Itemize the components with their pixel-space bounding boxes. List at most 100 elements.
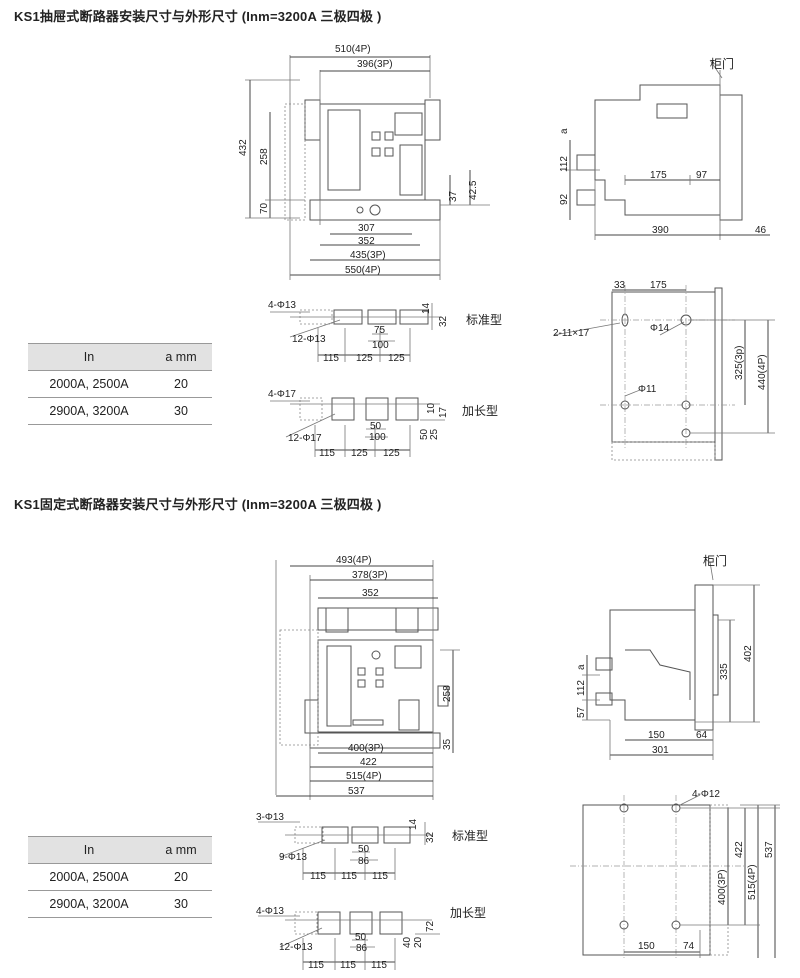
dim-label: 258 <box>259 148 270 165</box>
section-title-drawout: KS1抽屉式断路器安装尺寸与外形尺寸 (Inm=3200A 三极四极 ) <box>14 9 382 24</box>
dim-label: 57 <box>576 706 587 718</box>
dim-label: 40 <box>402 936 413 948</box>
dim-label: Φ14 <box>650 323 670 334</box>
drawout-side-view: 柜门 a 112 92 175 97 390 46 <box>559 56 770 240</box>
dim-label: 125 <box>388 353 405 364</box>
dim-label: 115 <box>340 960 356 971</box>
dim-label: 335 <box>719 663 730 680</box>
dim-label: 422 <box>734 841 745 858</box>
dim-label: 12-Φ13 <box>292 334 326 345</box>
dim-label: 12-Φ17 <box>288 433 322 444</box>
dim-label: 70 <box>259 202 270 214</box>
section-title-fixed: KS1固定式断路器安装尺寸与外形尺寸 (Inm=3200A 三极四极 ) <box>14 497 382 512</box>
dim-label: 14 <box>408 818 419 830</box>
dim-label: 325(3p) <box>734 346 745 380</box>
rating-table-drawout: In a mm 2000A, 2500A 20 2900A, 3200A 30 <box>28 343 212 425</box>
dim-label: 74 <box>683 941 695 952</box>
dim-label: 378(3P) <box>352 570 388 581</box>
dim-label: 33 <box>614 280 626 291</box>
dim-label: 32 <box>425 831 436 843</box>
dim-label: 10 <box>426 402 437 414</box>
table-row: 2000A, 2500A 20 <box>28 370 212 398</box>
table-cell: 2900A, 3200A <box>28 397 150 425</box>
dim-label: 86 <box>358 856 370 867</box>
dim-label: 2-11×17 <box>553 328 590 339</box>
dim-label: 柜门 <box>710 56 734 71</box>
dim-label: 402 <box>743 645 754 662</box>
dim-label: 435(3P) <box>350 250 386 261</box>
dim-label: 4-Φ13 <box>268 300 296 311</box>
dim-label: 493(4P) <box>336 555 372 566</box>
table-cell: 20 <box>150 370 212 398</box>
dim-label: 35 <box>442 738 453 750</box>
dim-label: 125 <box>383 448 400 459</box>
dim-label: 37 <box>448 190 459 202</box>
dim-label: 440(4P) <box>757 354 768 390</box>
dim-label: 510(4P) <box>335 44 371 55</box>
table-cell: 30 <box>150 397 212 425</box>
dim-label: 115 <box>323 353 339 364</box>
dim-label: 115 <box>341 871 357 882</box>
table-cell: 20 <box>150 863 212 891</box>
dim-label: 柜门 <box>703 553 727 568</box>
dim-label: 17 <box>438 406 449 418</box>
dim-label: 115 <box>319 448 335 459</box>
dim-label: 115 <box>371 960 387 971</box>
dim-label: 92 <box>559 193 570 205</box>
table-header-in: In <box>28 343 150 371</box>
dim-label: 86 <box>356 943 368 954</box>
fixed-mount-view: 4-Φ12 400(3P) 422 515(4P) 537 150 74 <box>570 789 780 960</box>
dim-label: 50 <box>370 421 382 432</box>
dim-label: 100 <box>372 340 389 351</box>
dim-label: 42.5 <box>468 180 479 200</box>
fixed-front-view: 493(4P) 378(3P) 352 258 35 400(3P) 422 5… <box>275 555 460 800</box>
dim-label: 352 <box>358 236 375 247</box>
dim-label: 175 <box>650 170 667 181</box>
dim-label: a <box>559 128 570 134</box>
dim-label: 400(3P) <box>717 869 728 905</box>
dim-label: 4-Φ12 <box>692 789 720 800</box>
label-extended-type: 加长型 <box>450 906 486 920</box>
dim-label: 4-Φ17 <box>268 389 296 400</box>
dim-label: 175 <box>650 280 667 291</box>
dim-label: 400(3P) <box>348 743 384 754</box>
table-cell: 2000A, 2500A <box>28 370 150 398</box>
dim-label: 550(4P) <box>345 265 381 276</box>
dim-label: 115 <box>310 871 326 882</box>
table-cell: 2900A, 3200A <box>28 890 150 918</box>
drawout-terminal-extended: 4-Φ17 12-Φ17 10 17 50 25 50 100 115 125 … <box>268 389 498 459</box>
table-header-amm: a mm <box>150 343 212 371</box>
dim-label: 307 <box>358 223 375 234</box>
dim-label: 258 <box>442 685 453 702</box>
dim-label: 25 <box>429 428 440 440</box>
label-standard-type: 标准型 <box>466 313 502 327</box>
dim-label: 64 <box>696 730 708 741</box>
dim-label: 50 <box>358 844 370 855</box>
table-cell: 2000A, 2500A <box>28 863 150 891</box>
dim-label: 352 <box>362 588 379 599</box>
table-header-amm: a mm <box>150 836 212 864</box>
table-row: 2000A, 2500A 20 <box>28 863 212 891</box>
dim-label: 432 <box>238 139 249 156</box>
dim-label: 150 <box>648 730 665 741</box>
dim-label: 125 <box>351 448 368 459</box>
dim-label: 72 <box>425 920 436 932</box>
dim-label: 422 <box>360 757 377 768</box>
table-row: 2900A, 3200A 30 <box>28 890 212 918</box>
dim-label: 537 <box>348 786 365 797</box>
dim-label: 46 <box>755 225 767 236</box>
fixed-side-view: 柜门 a 112 57 335 402 150 64 301 <box>576 553 760 760</box>
table-row: 2900A, 3200A 30 <box>28 397 212 425</box>
dim-label: 50 <box>419 428 430 440</box>
dim-label: 32 <box>438 315 449 327</box>
dim-label: 112 <box>576 680 587 696</box>
drawout-front-view: 510(4P) 396(3P) 432 258 70 37 42.5 307 3… <box>238 44 490 280</box>
table-header-in: In <box>28 836 150 864</box>
dim-label: 515(4P) <box>346 771 382 782</box>
dim-label: 390 <box>652 225 669 236</box>
fixed-terminal-extended: 4-Φ13 12-Φ13 40 20 72 50 86 115 115 115 … <box>256 906 486 971</box>
dim-label: 115 <box>308 960 324 971</box>
dim-label: 515(4P) <box>747 864 758 900</box>
dim-label: 12-Φ13 <box>279 942 313 953</box>
